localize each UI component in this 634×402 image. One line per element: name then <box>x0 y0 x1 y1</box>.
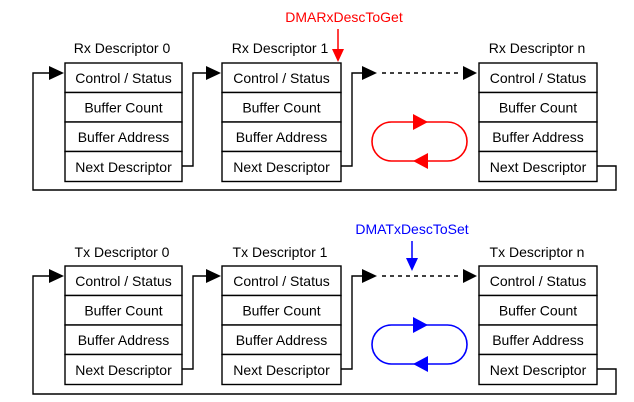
rx-dn-next-cell <box>478 150 598 183</box>
rx-dn-count-cell <box>478 91 598 123</box>
tx-d0-next-descriptor: Next Descriptor <box>75 362 172 378</box>
tx-dn-buffer-count: Buffer Count <box>499 303 577 319</box>
tx-descriptor-1-title: Tx Descriptor 1 <box>233 244 328 260</box>
tx-d0-buffer-address: Buffer Address <box>78 332 170 348</box>
rx-ring: Rx Descriptor 0 Rx Descriptor 1 Rx Descr… <box>32 9 617 191</box>
tx-d0-control-status: Control / Status <box>75 273 172 289</box>
tx-d1-control-cell <box>221 265 342 297</box>
rx-dn-next-descriptor: Next Descriptor <box>490 159 587 175</box>
rx-d1-next-cell <box>221 150 342 183</box>
tx-pointer: DMATxDescToSet <box>355 221 469 271</box>
rx-d0-control-cell <box>64 62 183 94</box>
rx-descriptor-0-title: Rx Descriptor 0 <box>74 40 171 56</box>
rx-d0-next-descriptor: Next Descriptor <box>75 159 172 175</box>
rx-d1-buffer-count: Buffer Count <box>242 100 320 116</box>
rx-descriptor-1: Control / Status Buffer Count Buffer Add… <box>221 62 342 183</box>
tx-d1-next-descriptor: Next Descriptor <box>233 362 330 378</box>
rx-dn-buffer-count: Buffer Count <box>499 100 577 116</box>
tx-d0-next-cell <box>64 353 183 386</box>
tx-dn-count-cell <box>478 294 598 326</box>
rx-d1-next-descriptor: Next Descriptor <box>233 159 330 175</box>
rx-link-d0-to-d1 <box>182 66 221 167</box>
rx-d0-buffer-address: Buffer Address <box>78 129 170 145</box>
tx-d1-buffer-address: Buffer Address <box>236 332 328 348</box>
tx-d0-control-cell <box>64 265 183 297</box>
tx-d0-buffer-count: Buffer Count <box>84 303 162 319</box>
tx-dn-control-cell <box>478 265 598 297</box>
tx-dn-control-status: Control / Status <box>490 273 587 289</box>
tx-ring-return-link <box>32 269 617 395</box>
rx-descriptor-1-title: Rx Descriptor 1 <box>232 40 329 56</box>
tx-link-d1-to-dn <box>341 269 477 370</box>
tx-d1-control-status: Control / Status <box>233 273 330 289</box>
tx-d1-next-cell <box>221 353 342 386</box>
tx-descriptor-n-title: Tx Descriptor n <box>490 244 585 260</box>
tx-descriptor-n: Control / Status Buffer Count Buffer Add… <box>478 265 598 386</box>
tx-descriptor-1: Control / Status Buffer Count Buffer Add… <box>221 265 342 386</box>
tx-ring: Tx Descriptor 0 Tx Descriptor 1 Tx Descr… <box>32 221 617 395</box>
rx-descriptor-0: Control / Status Buffer Count Buffer Add… <box>64 62 183 183</box>
rx-circular-flow-icon <box>371 114 468 169</box>
tx-d1-address-cell <box>221 324 342 356</box>
tx-circular-flow-icon <box>371 317 468 372</box>
rx-descriptor-n-title: Rx Descriptor n <box>489 40 585 56</box>
rx-pointer: DMARxDescToGet <box>285 9 403 62</box>
tx-dn-next-descriptor: Next Descriptor <box>490 362 587 378</box>
rx-d0-control-status: Control / Status <box>75 70 172 86</box>
tx-link-d0-to-d1 <box>182 269 221 370</box>
rx-d0-buffer-count: Buffer Count <box>84 100 162 116</box>
rx-dn-address-cell <box>478 121 598 153</box>
tx-dn-address-cell <box>478 324 598 356</box>
rx-ring-return-link <box>32 66 617 191</box>
rx-dn-control-status: Control / Status <box>490 70 587 86</box>
rx-d1-control-status: Control / Status <box>233 70 330 86</box>
tx-d1-buffer-count: Buffer Count <box>242 303 320 319</box>
rx-link-d1-to-dn <box>341 66 477 167</box>
tx-descriptor-0-title: Tx Descriptor 0 <box>75 244 170 260</box>
tx-pointer-label: DMATxDescToSet <box>355 221 468 237</box>
rx-d0-count-cell <box>64 91 183 123</box>
tx-descriptor-0: Control / Status Buffer Count Buffer Add… <box>64 265 183 386</box>
rx-d1-buffer-address: Buffer Address <box>236 129 328 145</box>
rx-d1-count-cell <box>221 91 342 123</box>
rx-dn-buffer-address: Buffer Address <box>492 129 584 145</box>
rx-pointer-label: DMARxDescToGet <box>285 9 403 25</box>
rx-descriptor-n: Control / Status Buffer Count Buffer Add… <box>478 62 598 183</box>
tx-d0-count-cell <box>64 294 183 326</box>
tx-dn-buffer-address: Buffer Address <box>492 332 584 348</box>
